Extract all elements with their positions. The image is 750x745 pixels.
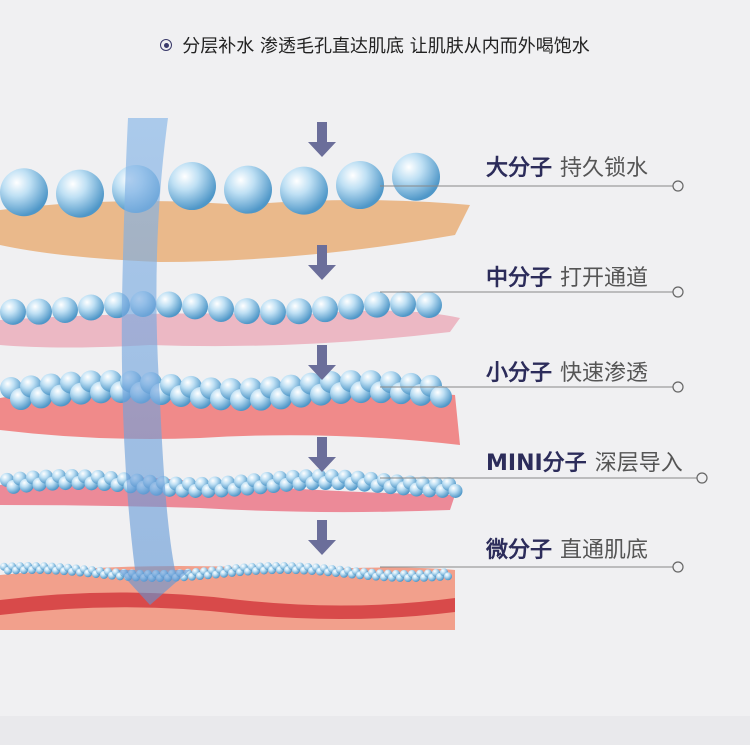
water-molecule — [208, 295, 234, 322]
penetration-arrow — [118, 118, 190, 605]
water-molecule — [416, 292, 442, 319]
water-molecule — [224, 165, 272, 214]
water-molecule — [56, 169, 104, 218]
water-molecule — [234, 298, 260, 325]
connector-end-icon — [672, 286, 684, 298]
water-molecule — [312, 296, 338, 323]
layer-label-2: 中分子打开通道 — [486, 260, 648, 292]
water-molecule — [0, 168, 48, 217]
water-molecule — [364, 291, 390, 318]
molecule-size: MINI分子 — [486, 451, 587, 476]
footer-band — [0, 716, 750, 745]
down-arrow-icon — [308, 437, 336, 472]
molecule-effect: 打开通道 — [560, 266, 649, 291]
water-molecule — [430, 385, 452, 408]
layer-label-5: 微分子直通肌底 — [486, 532, 648, 564]
layer-label-1: 大分子持久锁水 — [486, 150, 648, 182]
down-arrows — [308, 122, 336, 555]
down-arrow-icon — [308, 122, 336, 157]
down-arrow-icon — [308, 245, 336, 280]
connector-end-icon — [696, 472, 708, 484]
molecule-effect: 深层导入 — [594, 451, 683, 476]
connector-end-icon — [672, 381, 684, 393]
down-arrow-icon — [308, 345, 336, 380]
water-molecule — [390, 291, 416, 318]
bullet-icon — [160, 39, 173, 51]
water-molecule — [78, 294, 104, 321]
skin-layer-1 — [0, 200, 470, 262]
molecule-effect: 快速渗透 — [560, 361, 649, 386]
water-molecule — [0, 298, 26, 325]
page-title: 分层补水 渗透毛孔直达肌底 让肌肤从内而外喝饱水 — [0, 32, 750, 58]
skin-layer-2 — [0, 310, 460, 348]
water-molecule — [338, 293, 364, 320]
molecule-size: 小分子 — [486, 361, 553, 386]
molecule-effect: 持久锁水 — [560, 156, 649, 181]
layer-label-3: 小分子快速渗透 — [486, 355, 648, 387]
connector-end-icon — [672, 180, 684, 192]
water-molecule — [26, 298, 52, 325]
water-molecule — [336, 161, 384, 210]
water-molecule — [392, 152, 440, 201]
water-molecule — [52, 296, 78, 323]
molecule-size: 大分子 — [486, 156, 553, 181]
water-molecule — [286, 298, 312, 325]
molecule-effect: 直通肌底 — [560, 538, 649, 563]
water-molecule — [280, 166, 328, 215]
layer-label-4: MINI分子深层导入 — [486, 445, 683, 477]
water-molecule — [260, 298, 286, 325]
water-molecule — [444, 572, 452, 581]
water-molecule — [182, 293, 208, 320]
molecule-size: 微分子 — [486, 538, 553, 563]
molecule-size: 中分子 — [486, 266, 553, 291]
water-molecules — [0, 152, 463, 582]
water-molecule — [448, 483, 463, 498]
connector-end-icon — [672, 561, 684, 573]
water-molecule — [168, 162, 216, 211]
label-connector-lines — [380, 180, 708, 573]
down-arrow-icon — [308, 520, 336, 555]
water-molecule — [156, 291, 182, 318]
